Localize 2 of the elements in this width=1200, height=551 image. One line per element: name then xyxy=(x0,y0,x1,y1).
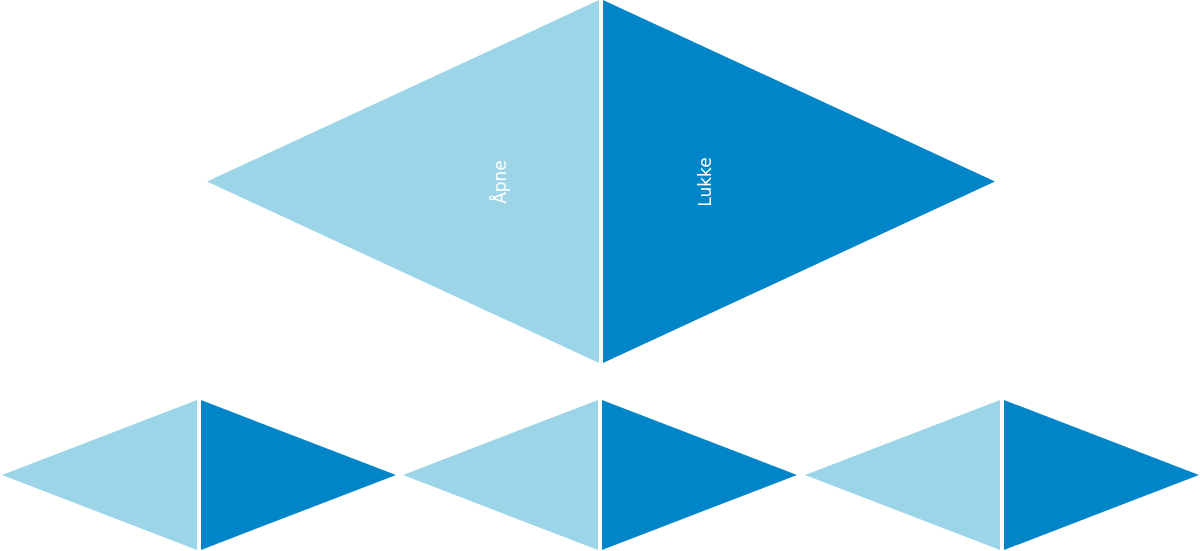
triangle-label: Lukke xyxy=(695,156,715,207)
triangle-label: Åpne xyxy=(490,159,510,204)
